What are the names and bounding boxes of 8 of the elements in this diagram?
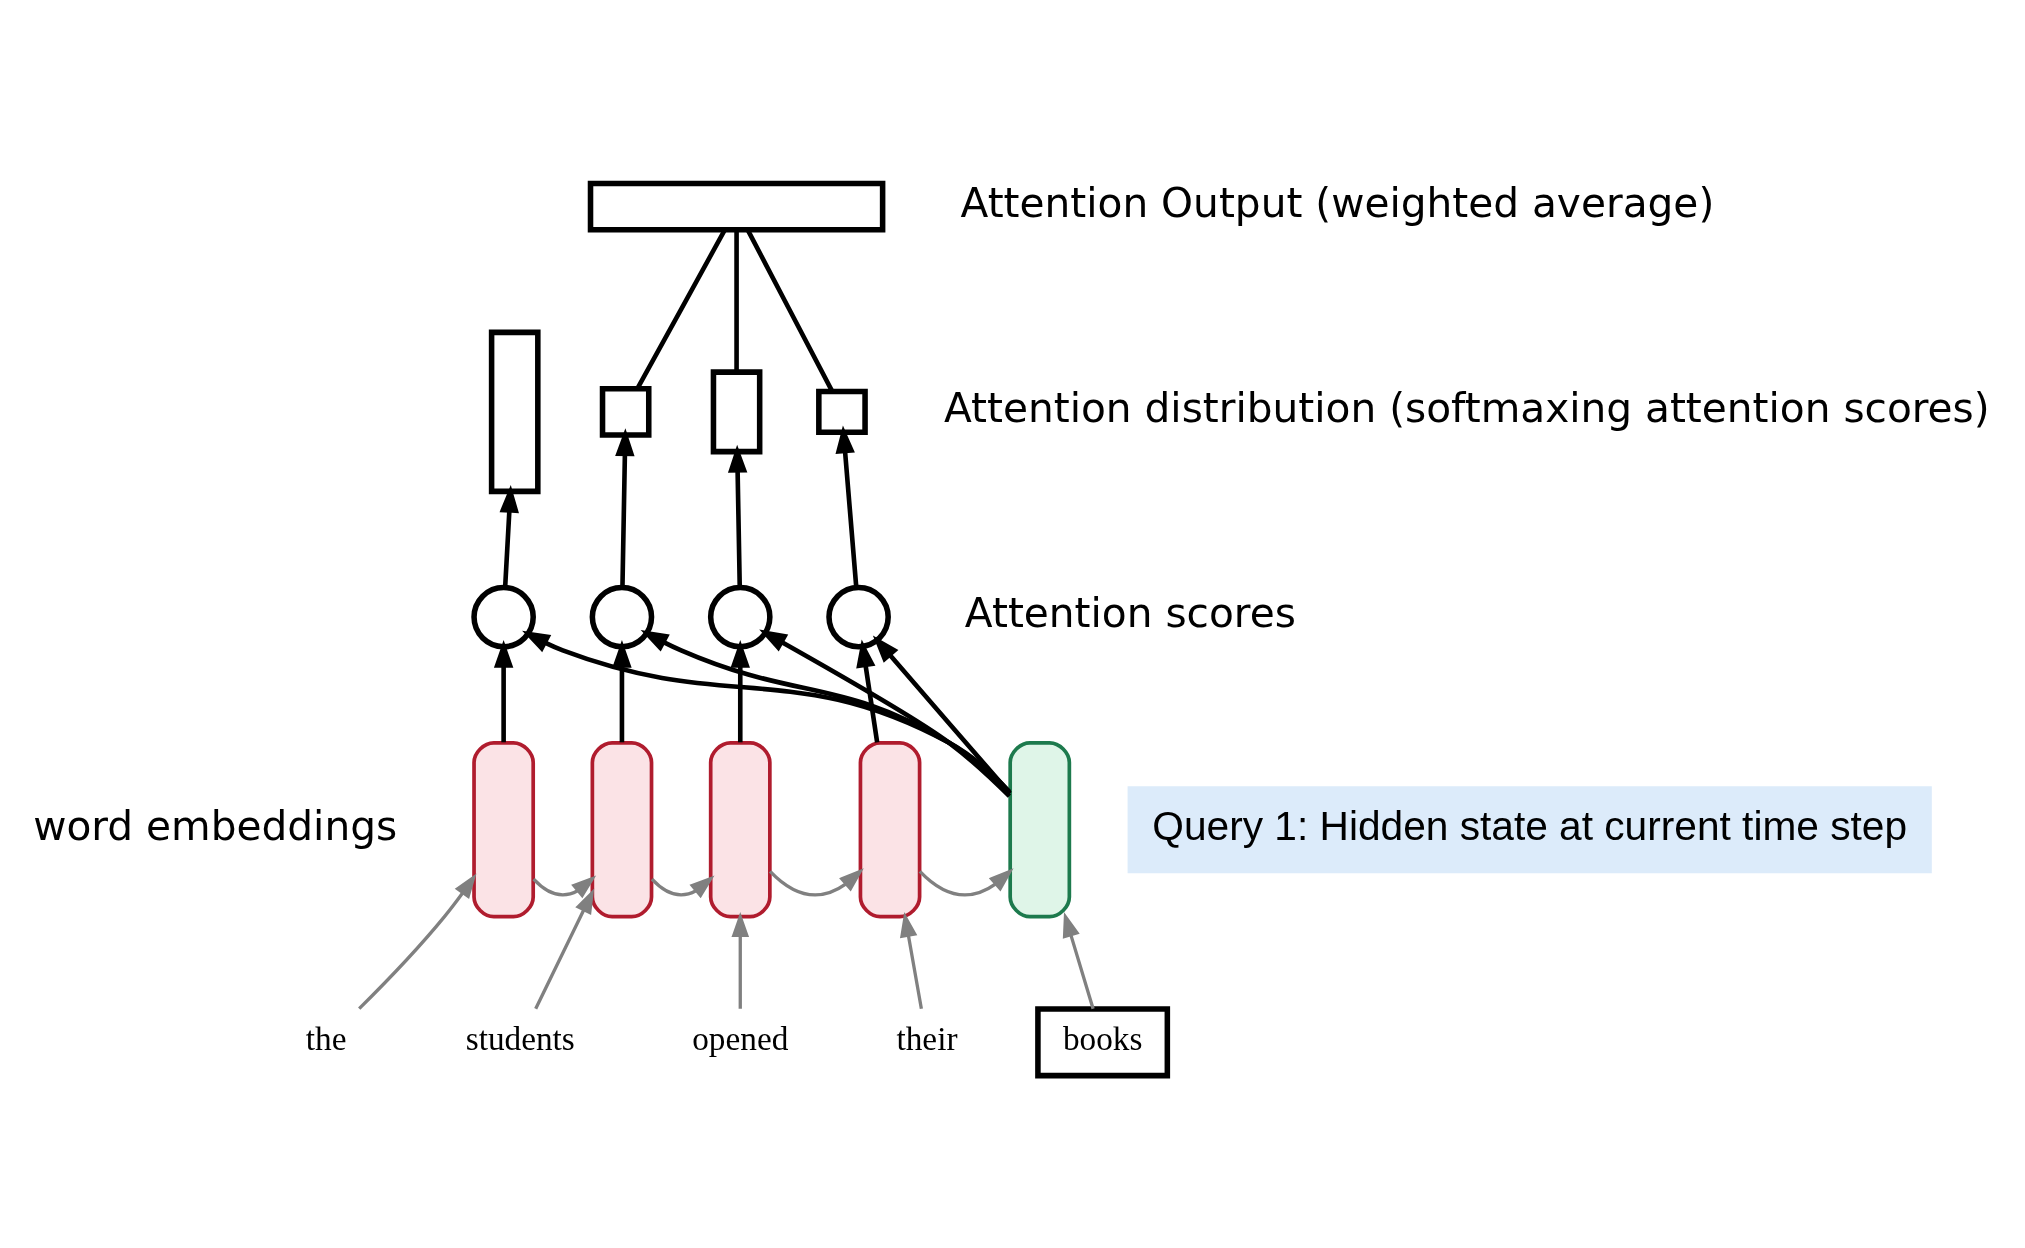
label: Attention distribution (softmaxing attention scores) [944,383,1990,432]
label: word embeddings [33,801,398,850]
label: Attention scores [964,588,1296,637]
label: Attention Output (weighted average) [960,178,1715,227]
node-text: opened [692,1019,789,1057]
node-text: their [896,1019,958,1057]
node-text: students [465,1019,575,1057]
node-text: the [305,1019,347,1057]
